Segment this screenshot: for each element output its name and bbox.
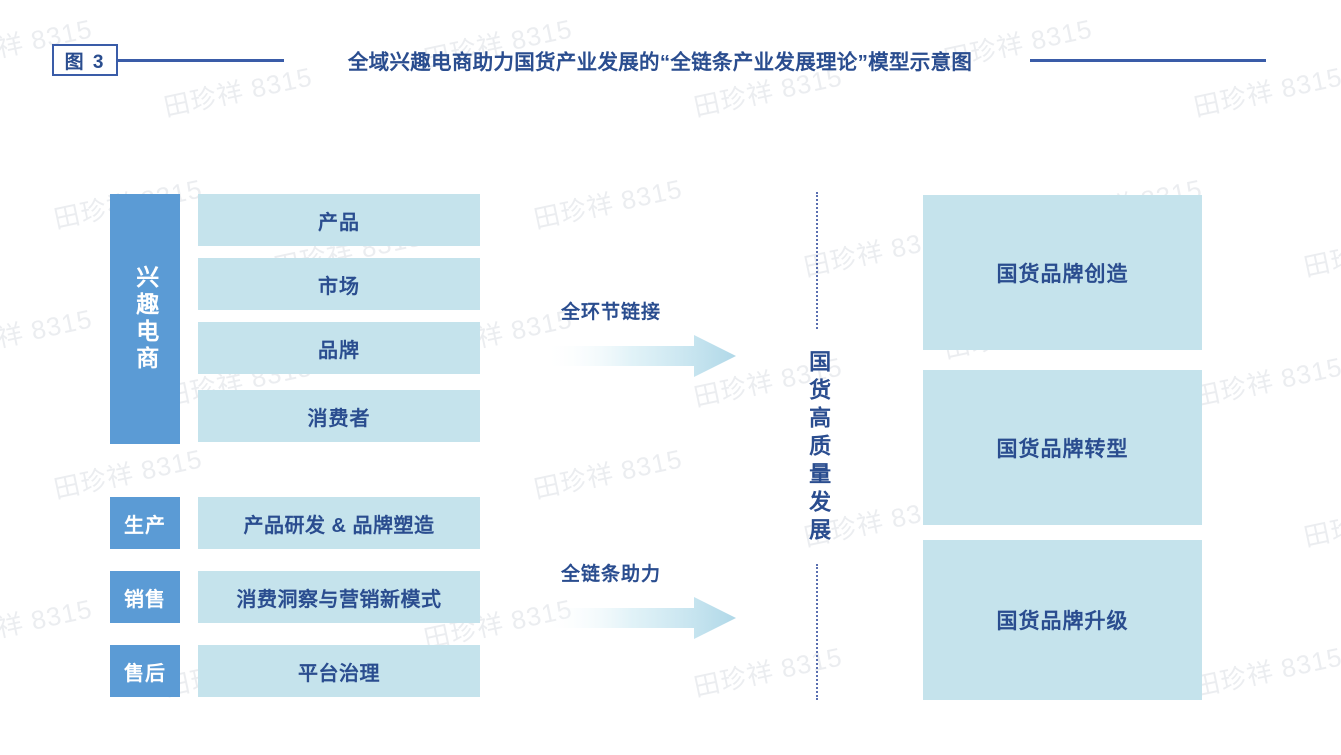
header-rule-right	[1030, 59, 1266, 62]
outcome-label: 国货品牌转型	[996, 437, 1129, 461]
flow-arrow-right-icon	[546, 335, 736, 377]
stage-item-sales: 消费洞察与营销新模式	[198, 571, 480, 623]
watermark-text: 田珍祥 8315	[1191, 61, 1341, 123]
flow-arrow-right-icon	[546, 597, 736, 639]
center-dotted-line-top	[816, 192, 818, 329]
watermark-text: 田珍祥 8315	[1301, 221, 1341, 283]
outcome-brand-upgrade: 国货品牌升级	[923, 540, 1202, 700]
ecommerce-item-label: 消费者	[307, 407, 371, 430]
figure-number-badge: 图 3	[52, 44, 118, 76]
watermark-text: 田珍祥 8315	[1191, 351, 1341, 413]
outcome-brand-creation: 国货品牌创造	[923, 195, 1202, 350]
watermark-text: 田珍祥 8315	[0, 593, 96, 655]
stage-tag-sales: 销售	[110, 571, 180, 623]
watermark-text: 田珍祥 8315	[161, 61, 316, 123]
stage-tag-label: 销售	[124, 588, 166, 611]
page-title: 全域兴趣电商助力国货产业发展的“全链条产业发展理论”模型示意图	[347, 51, 973, 74]
watermark-text: 田珍祥 8315	[1191, 641, 1341, 703]
watermark-text: 田珍祥 8315	[0, 303, 96, 365]
center-axis-title-text: 国货高质量发展	[806, 349, 832, 546]
ecommerce-item-brand: 品牌	[198, 322, 480, 374]
ecommerce-item-label: 产品	[318, 211, 360, 234]
interest-ecommerce-label-text: 兴趣电商	[132, 265, 159, 373]
stage-item-label: 产品研发 & 品牌塑造	[243, 514, 435, 537]
watermark-text: 田珍祥 8315	[531, 173, 686, 235]
outcome-label: 国货品牌创造	[996, 262, 1129, 286]
center-dotted-line-bottom	[816, 564, 818, 700]
ecommerce-item-label: 品牌	[318, 339, 360, 362]
watermark-text: 田珍祥 8315	[691, 641, 846, 703]
ecommerce-item-product: 产品	[198, 194, 480, 246]
stage-item-label: 平台治理	[298, 662, 380, 685]
outcome-label: 国货品牌升级	[996, 610, 1129, 633]
outcome-brand-transformation: 国货品牌转型	[923, 370, 1202, 525]
ecommerce-item-market: 市场	[198, 258, 480, 310]
stage-item-after-sales: 平台治理	[198, 645, 480, 697]
stage-tag-after-sales: 售后	[110, 645, 180, 697]
watermark-text: 田珍祥 8315	[1301, 491, 1341, 553]
stage-tag-label: 生产	[124, 514, 166, 537]
stage-item-label: 消费洞察与营销新模式	[236, 588, 442, 611]
stage-tag-production: 生产	[110, 497, 180, 549]
interest-ecommerce-label: 兴趣电商	[110, 194, 180, 444]
ecommerce-item-consumer: 消费者	[198, 390, 480, 442]
center-axis-title: 国货高质量发展	[796, 340, 840, 555]
flow-label-full-chain: 全链条助力	[561, 564, 662, 585]
stage-item-production: 产品研发 & 品牌塑造	[198, 497, 480, 549]
ecommerce-item-label: 市场	[318, 275, 360, 298]
header-rule-left	[118, 59, 284, 62]
stage-tag-label: 售后	[124, 662, 166, 685]
flow-label-full-link: 全环节链接	[561, 302, 662, 323]
watermark-text: 田珍祥 8315	[531, 443, 686, 505]
